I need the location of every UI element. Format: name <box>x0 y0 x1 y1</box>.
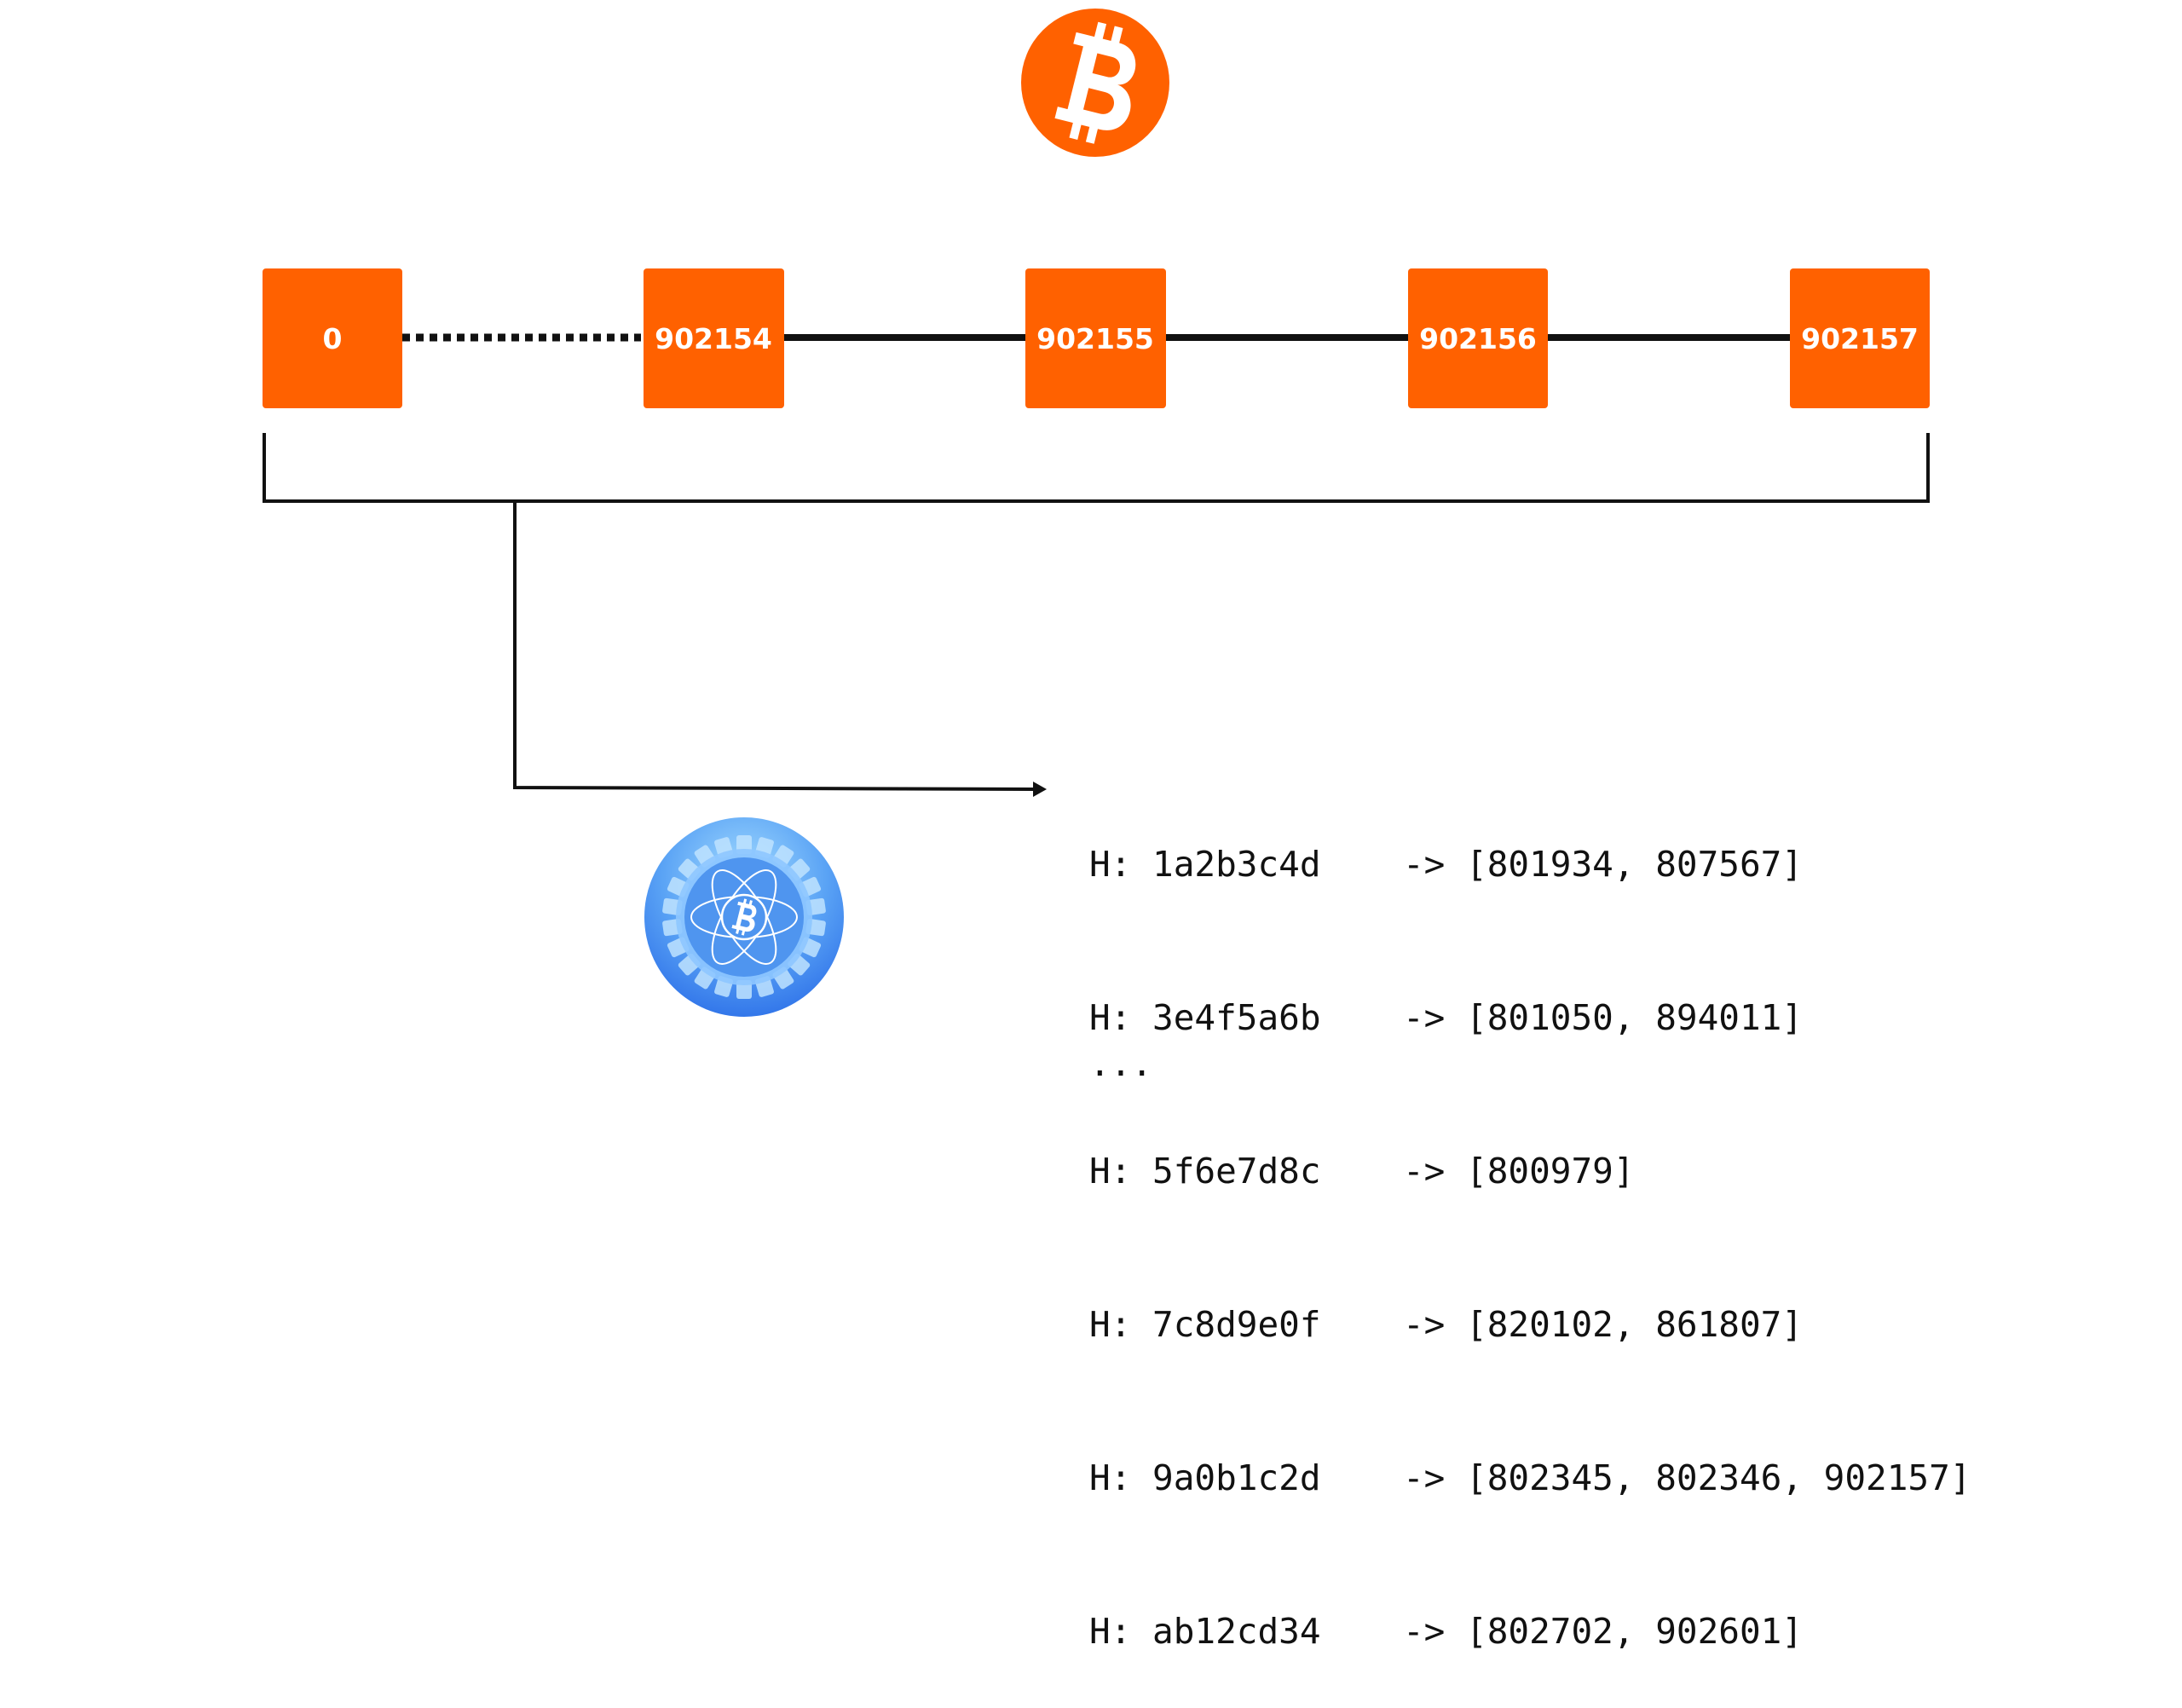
index-hash: H: 7c8d9e0f <box>1089 1304 1321 1345</box>
block-height-label: 902156 <box>1419 322 1537 355</box>
block-902156: 902156 <box>1408 268 1548 408</box>
index-entry: H: 9a0b1c2d -> [802345, 802346, 902157] <box>1089 1452 1971 1503</box>
arrowhead-icon <box>1033 782 1047 797</box>
block-902154: 902154 <box>644 268 784 408</box>
index-entry: H: 1a2b3c4d -> [801934, 807567] <box>1089 839 1971 890</box>
block-height-label: 902157 <box>1801 322 1919 355</box>
index-heights: -> [801050, 894011] <box>1403 997 1803 1038</box>
block-height-label: 902154 <box>655 322 772 355</box>
block-902157: 902157 <box>1790 268 1930 408</box>
index-arrow-line <box>513 501 1036 791</box>
block-0: 0 <box>263 268 402 408</box>
index-entry: H: 7c8d9e0f -> [820102, 861807] <box>1089 1299 1971 1350</box>
bitcoin-indexer-gear-icon <box>644 817 844 1017</box>
index-hash: H: 5f6e7d8c <box>1089 1151 1321 1192</box>
index-heights: -> [802702, 902601] <box>1403 1611 1803 1652</box>
index-hash: H: 3e4f5a6b <box>1089 997 1321 1038</box>
index-hash: H: ab12cd34 <box>1089 1611 1321 1652</box>
index-heights: -> [802345, 802346, 902157] <box>1403 1457 1971 1498</box>
bitcoin-logo-icon <box>1021 9 1169 157</box>
hash-index-list: H: 1a2b3c4d -> [801934, 807567] H: 3e4f5a… <box>1089 736 1971 1708</box>
index-heights: -> [801934, 807567] <box>1403 844 1803 885</box>
index-heights: -> [800979] <box>1403 1151 1635 1192</box>
range-bracket <box>263 433 1930 503</box>
index-heights: -> [820102, 861807] <box>1403 1304 1803 1345</box>
index-hash: H: 9a0b1c2d <box>1089 1457 1321 1498</box>
index-entry: H: 3e4f5a6b -> [801050, 894011] <box>1089 992 1971 1043</box>
index-entry: H: 5f6e7d8c -> [800979] <box>1089 1145 1971 1197</box>
block-height-label: 0 <box>323 322 343 355</box>
index-entry: H: ab12cd34 -> [802702, 902601] <box>1089 1606 1971 1657</box>
index-hash: H: 1a2b3c4d <box>1089 844 1321 885</box>
index-ellipsis: ... <box>1089 1043 1153 1084</box>
blockchain-index-diagram: 0 902154 902155 902156 902157 <box>263 9 1930 1017</box>
block-height-label: 902155 <box>1036 322 1154 355</box>
block-902155: 902155 <box>1025 268 1166 408</box>
